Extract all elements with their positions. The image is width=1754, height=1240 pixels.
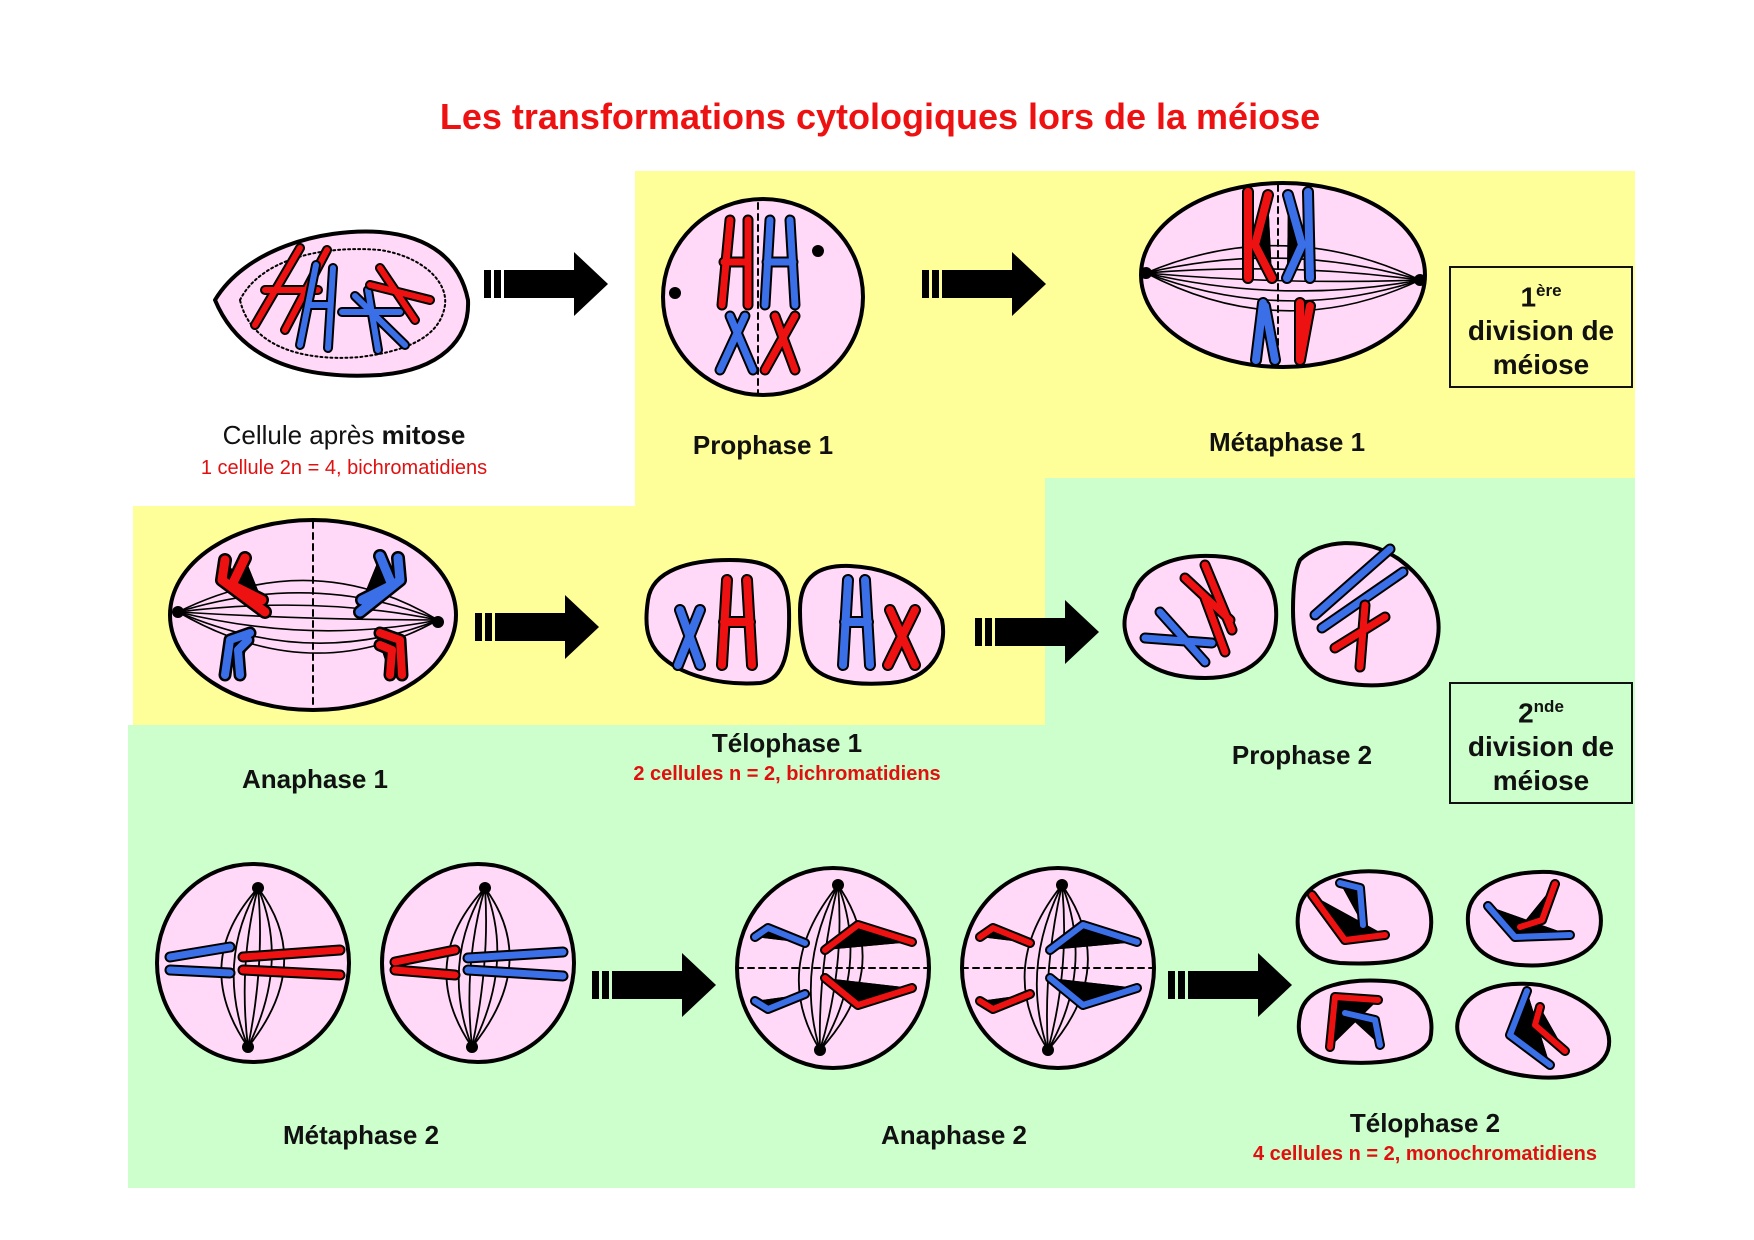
- division1-region-join: [635, 470, 1045, 510]
- label-mitosis-cell: Cellule après mitose: [222, 420, 466, 450]
- page-title: Les transformations cytologiques lors de…: [439, 96, 1321, 137]
- division-box-second: 2nde division de méiose: [1449, 682, 1633, 804]
- cell-prophase2-a: [1122, 554, 1279, 680]
- cell-anaphase2-a: [735, 866, 931, 1070]
- cell-telophase2-a: [1295, 869, 1434, 966]
- arrow-icon: [592, 953, 716, 1017]
- label-prophase2: Prophase 2: [1231, 740, 1373, 770]
- subtitle-mitosis-cell: 1 cellule 2n = 4, bichromatidiens: [200, 457, 488, 479]
- label-metaphase1: Métaphase 1: [1208, 427, 1366, 457]
- label-telophase1: Télophase 1: [711, 728, 863, 758]
- cell-anaphase2-b: [960, 866, 1156, 1070]
- cell-telophase2-b: [1465, 869, 1603, 968]
- arrow-icon: [975, 600, 1099, 664]
- label-telophase2: Télophase 2: [1349, 1108, 1501, 1138]
- cell-telophase2-d: [1455, 981, 1612, 1080]
- cell-metaphase2-a: [155, 862, 351, 1064]
- subtitle-telophase1: 2 cellules n = 2, bichromatidiens: [633, 763, 941, 785]
- cell-after-mitosis: [213, 229, 471, 378]
- cell-prophase2-b: [1291, 541, 1441, 688]
- cell-metaphase2-b: [380, 862, 576, 1064]
- arrow-icon: [922, 252, 1046, 316]
- arrow-icon: [1168, 953, 1292, 1017]
- subtitle-telophase2: 4 cellules n = 2, monochromatidiens: [1253, 1143, 1597, 1165]
- label-prophase1: Prophase 1: [692, 430, 834, 460]
- division-box-first-ordinal: 1ère: [1520, 281, 1562, 313]
- cell-telophase2-c: [1296, 978, 1434, 1065]
- cell-telophase1-b: [798, 563, 946, 686]
- cell-anaphase1: [168, 518, 458, 712]
- division-box-second-ordinal: 2nde: [1518, 697, 1564, 729]
- label-anaphase1: Anaphase 1: [242, 764, 388, 794]
- arrow-icon: [484, 252, 608, 316]
- cell-telophase1-a: [644, 558, 792, 686]
- label-metaphase2: Métaphase 2: [282, 1120, 440, 1150]
- arrow-icon: [475, 595, 599, 659]
- label-anaphase2: Anaphase 2: [881, 1120, 1027, 1150]
- division-box-first: 1ère division de méiose: [1449, 266, 1633, 388]
- cell-prophase1: [661, 197, 865, 397]
- cell-metaphase1: [1139, 181, 1427, 369]
